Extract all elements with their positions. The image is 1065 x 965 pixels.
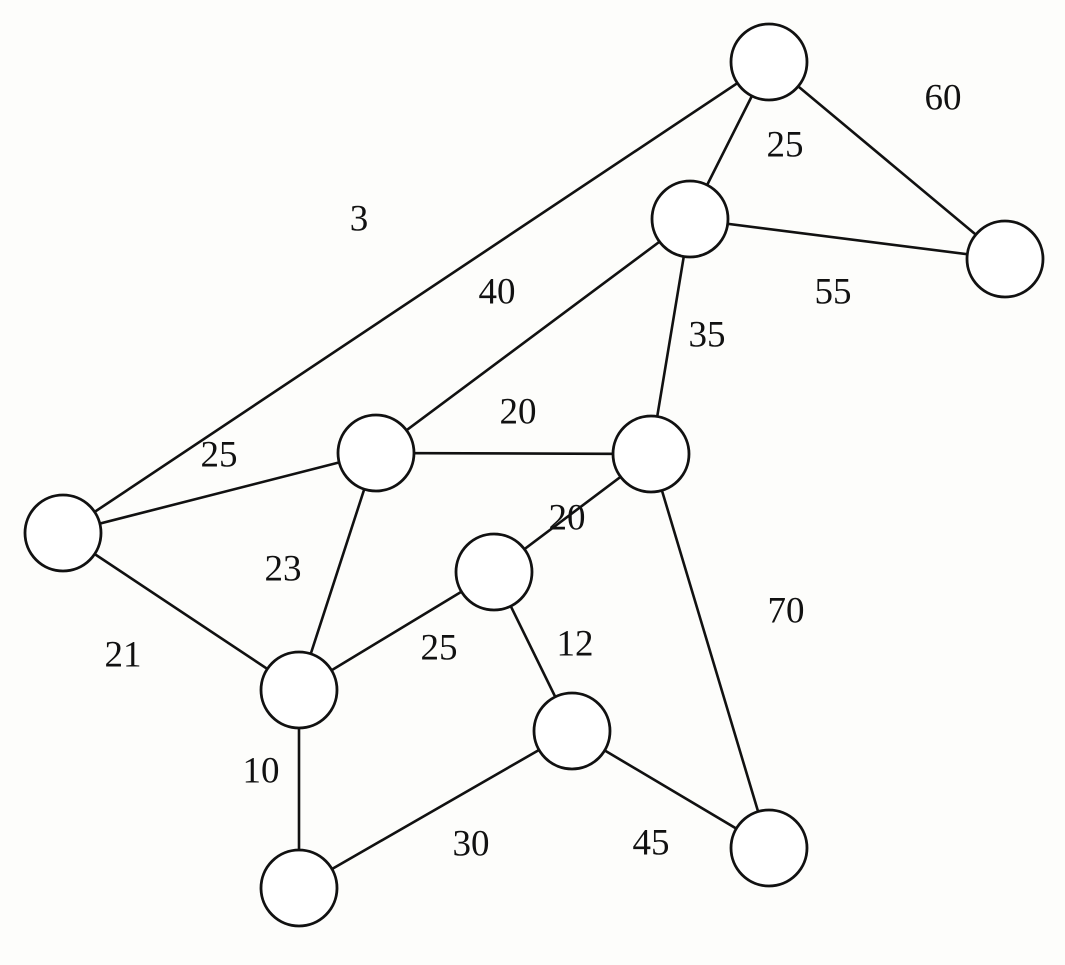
edge-n5-n8: [61, 531, 301, 692]
edge-n2-n3: [688, 217, 1007, 261]
edge-n4-n11: [649, 452, 771, 850]
edge-n5-n6: [61, 451, 378, 535]
graph-node-n6: [336, 413, 416, 493]
edge-weight-label: 55: [815, 271, 852, 312]
edge-weight-labels-layer: 3 25 60 55 40 35 20 25 23 21 20 25 12 70 10 30 45: [105, 77, 962, 864]
edge-n6-n4: [374, 451, 653, 456]
edge-n6-n8: [297, 451, 378, 692]
edge-weight-label: 30: [453, 823, 490, 864]
edge-weight-label: 70: [768, 590, 805, 631]
edge-weight-label: 25: [421, 627, 458, 668]
edge-weight-label: 25: [201, 434, 238, 475]
edge-weight-label: 25: [767, 124, 804, 165]
graph-node-n2: [650, 179, 730, 259]
edge-n10-n9: [297, 729, 574, 890]
edge-n1-n5: [61, 60, 771, 535]
edge-weight-label: 12: [557, 623, 594, 664]
edge-weight-label: 20: [500, 391, 537, 432]
edge-weight-label: 10: [243, 750, 280, 791]
graph-node-n10: [259, 848, 339, 928]
edge-weight-label: 45: [633, 822, 670, 863]
nodes-layer: [23, 22, 1045, 928]
edge-weight-label: 40: [479, 271, 516, 312]
edge-weight-label: 23: [265, 548, 302, 589]
edge-weight-label: 20: [549, 497, 586, 538]
graph-node-n7: [454, 532, 534, 612]
graph-node-n5: [23, 493, 103, 573]
graph-node-n11: [729, 808, 809, 888]
edge-weight-label: 21: [105, 634, 142, 675]
edge-n2-n4: [649, 217, 692, 456]
edge-n1-n3: [767, 60, 1007, 261]
edge-weight-label: 3: [350, 198, 369, 239]
graph-node-n4: [611, 414, 691, 494]
graph-node-n8: [259, 650, 339, 730]
edge-weight-label: 35: [689, 314, 726, 355]
edge-n2-n6: [374, 217, 692, 455]
graph-node-n3: [965, 219, 1045, 299]
graph-node-n9: [532, 691, 612, 771]
graph-node-n1: [729, 22, 809, 102]
edge-weight-label: 60: [925, 77, 962, 118]
